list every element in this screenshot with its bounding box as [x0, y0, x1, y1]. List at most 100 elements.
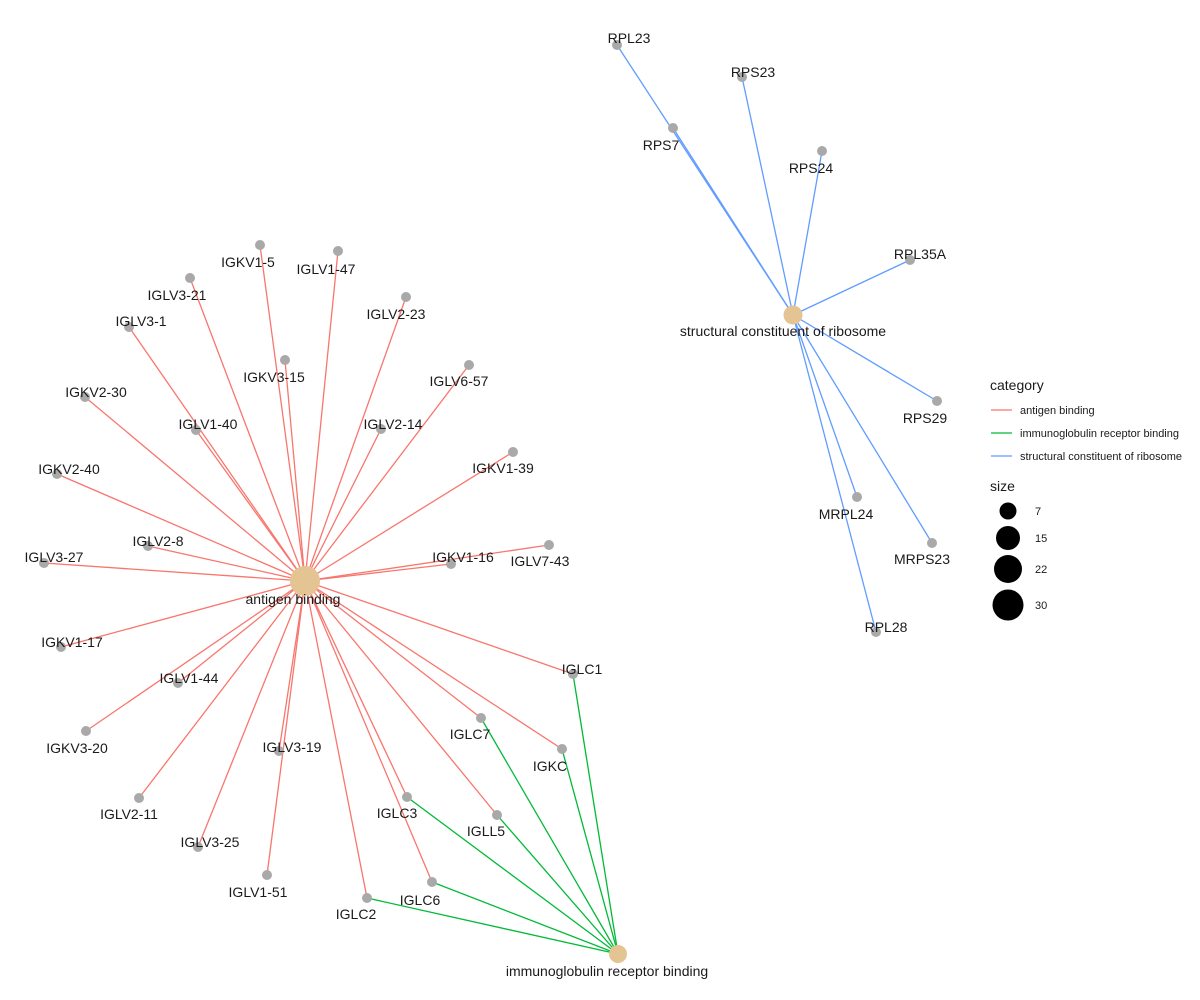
gene-label-iglv3-25: IGLV3-25 [181, 834, 240, 850]
gene-label-iglv2-23: IGLV2-23 [367, 306, 426, 322]
gene-node-mrpl24 [852, 492, 862, 502]
edge-antigen-binding-iglv2-23 [304, 296, 407, 582]
legend-size-dot-22 [994, 555, 1022, 583]
gene-node-rps23 [737, 72, 747, 82]
edge-antigen-binding-iglv2-14 [304, 428, 382, 582]
gene-label-rps7: RPS7 [643, 137, 680, 153]
edge-antigen-binding-iglc7 [304, 580, 482, 719]
gene-label-igkv1-16: IGKV1-16 [432, 549, 494, 565]
gene-label-igll5: IGLL5 [467, 823, 505, 839]
gene-node-iglc2 [362, 893, 372, 903]
gene-node-iglv3-25 [193, 842, 203, 852]
edge-immunoglobulin-receptor-binding-iglc7 [480, 717, 619, 955]
edge-antigen-binding-igkv1-39 [304, 451, 514, 582]
gene-node-iglv2-8 [143, 541, 153, 551]
edge-antigen-binding-igkv3-20 [85, 580, 306, 732]
gene-label-iglv3-21: IGLV3-21 [148, 287, 207, 303]
gene-label-igkv3-20: IGKV3-20 [46, 740, 108, 756]
gene-node-iglv2-23 [401, 292, 411, 302]
edge-antigen-binding-iglc1 [304, 580, 574, 675]
gene-label-rpl23: RPL23 [608, 30, 651, 46]
gene-node-rpl23 [612, 40, 622, 50]
gene-label-igkc: IGKC [533, 758, 567, 774]
gene-label-iglc3: IGLC3 [377, 805, 418, 821]
gene-label-rps24: RPS24 [789, 160, 834, 176]
gene-node-iglv1-40 [191, 425, 201, 435]
gene-label-igkv2-30: IGKV2-30 [65, 384, 127, 400]
edge-antigen-binding-iglv3-21 [189, 277, 306, 582]
edge-antigen-binding-igkv3-15 [284, 359, 306, 582]
gene-label-rps23: RPS23 [731, 64, 776, 80]
gene-label-iglc6: IGLC6 [400, 892, 441, 908]
gene-node-igkv3-15 [280, 355, 290, 365]
category-node-immunoglobulin-receptor-binding [609, 945, 627, 963]
gene-label-rpl28: RPL28 [865, 619, 908, 635]
edge-antigen-binding-iglv3-1 [128, 326, 306, 582]
gene-node-iglv1-51 [262, 870, 272, 880]
edge-structural-constituent-of-ribosome-rps23 [741, 76, 794, 316]
category-label-antigen-binding: antigen binding [246, 591, 341, 607]
node-layer [39, 40, 942, 963]
gene-label-iglc2: IGLC2 [336, 906, 377, 922]
gene-label-rpl35a: RPL35A [894, 246, 947, 262]
legend-size-label-7: 7 [1035, 506, 1041, 518]
gene-label-iglv2-14: IGLV2-14 [364, 416, 423, 432]
category-node-structural-constituent-of-ribosome [783, 305, 803, 325]
gene-node-rps7 [668, 123, 678, 133]
edge-antigen-binding-iglv3-27 [43, 562, 306, 582]
edge-immunoglobulin-receptor-binding-iglc3 [406, 796, 619, 955]
gene-node-igll5 [492, 810, 502, 820]
legend-size-dot-30 [992, 589, 1024, 621]
gene-node-iglc3 [402, 792, 412, 802]
gene-label-igkv1-39: IGKV1-39 [472, 460, 534, 476]
gene-node-iglv3-21 [185, 273, 195, 283]
gene-node-iglv1-44 [173, 678, 183, 688]
gene-node-iglc6 [427, 877, 437, 887]
legend-category-title: category [990, 377, 1044, 393]
edge-structural-constituent-of-ribosome-rpl35a [792, 259, 911, 316]
gene-label-iglv3-1: IGLV3-1 [115, 313, 166, 329]
gene-label-iglv7-43: IGLV7-43 [511, 553, 570, 569]
gene-label-iglv1-40: IGLV1-40 [179, 416, 238, 432]
edge-antigen-binding-iglv7-43 [304, 544, 550, 582]
gene-node-iglv2-11 [134, 793, 144, 803]
legend-label-antigen-binding: antigen binding [1020, 405, 1095, 417]
gene-node-igkv1-16 [446, 559, 456, 569]
gene-node-iglv7-43 [544, 540, 554, 550]
gene-node-iglv3-1 [124, 322, 134, 332]
edge-layer [43, 44, 938, 955]
legend-size-label-22: 22 [1035, 564, 1047, 576]
edge-antigen-binding-iglv1-44 [177, 580, 306, 684]
gene-label-mrps23: MRPS23 [894, 551, 950, 567]
legend-size-dot-15 [996, 526, 1020, 550]
legend-label-structural-constituent-of-ribosome: structural constituent of ribosome [1020, 451, 1182, 463]
category-label-structural-constituent-of-ribosome: structural constituent of ribosome [680, 323, 886, 339]
legend-size-label-15: 15 [1035, 533, 1047, 545]
edge-antigen-binding-iglv1-47 [304, 250, 339, 582]
edge-immunoglobulin-receptor-binding-igkc [561, 748, 619, 955]
edge-antigen-binding-igkv1-17 [60, 580, 306, 648]
gene-label-iglv1-47: IGLV1-47 [297, 261, 356, 277]
gene-label-igkv1-17: IGKV1-17 [41, 634, 103, 650]
edge-immunoglobulin-receptor-binding-igll5 [496, 814, 619, 955]
edge-antigen-binding-igll5 [304, 580, 498, 816]
gene-node-rpl28 [871, 627, 881, 637]
gene-node-rpl35a [905, 255, 915, 265]
edge-structural-constituent-of-ribosome-rps24 [792, 150, 823, 316]
edge-structural-constituent-of-ribosome-mrps23 [792, 314, 933, 544]
edge-antigen-binding-iglc3 [304, 580, 408, 798]
gene-node-iglv6-57 [464, 360, 474, 370]
edge-structural-constituent-of-ribosome-rps29 [792, 314, 938, 402]
edge-antigen-binding-iglv2-11 [138, 580, 306, 799]
gene-label-iglc1: IGLC1 [562, 661, 603, 677]
gene-node-iglv3-19 [274, 746, 284, 756]
gene-label-igkv3-15: IGKV3-15 [243, 369, 305, 385]
gene-label-igkv2-40: IGKV2-40 [38, 461, 100, 477]
gene-node-iglv1-47 [333, 246, 343, 256]
edge-immunoglobulin-receptor-binding-iglc2 [366, 897, 619, 955]
gene-node-rps29 [932, 396, 942, 406]
edge-antigen-binding-iglv3-25 [197, 580, 306, 848]
